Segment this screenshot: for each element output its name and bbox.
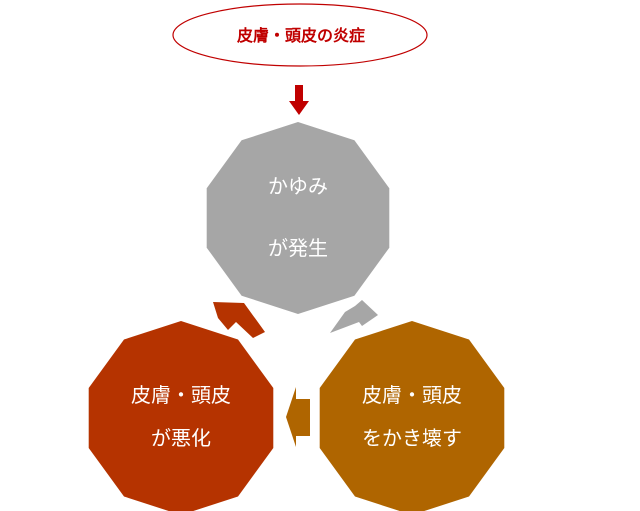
node-scratch-line1: 皮膚・頭皮	[362, 383, 462, 407]
node-scratch-line2: をかき壊す	[362, 426, 462, 450]
title-ellipse	[172, 3, 428, 67]
node-itching-decagon	[206, 122, 390, 314]
down-arrow-icon	[289, 85, 309, 115]
orange-arrow-icon	[286, 387, 310, 447]
red-arrow-icon	[213, 302, 265, 338]
gray-arrow-icon	[330, 300, 378, 333]
node-itching-line1: かゆみ	[268, 174, 328, 198]
node-worsen-decagon	[88, 321, 274, 511]
node-scratch-decagon	[319, 321, 505, 511]
node-itching-line2: が発生	[268, 236, 328, 260]
node-worsen-line2: が悪化	[151, 426, 211, 450]
title-label: 皮膚・頭皮の炎症	[236, 26, 365, 45]
node-worsen-line1: 皮膚・頭皮	[131, 383, 231, 407]
